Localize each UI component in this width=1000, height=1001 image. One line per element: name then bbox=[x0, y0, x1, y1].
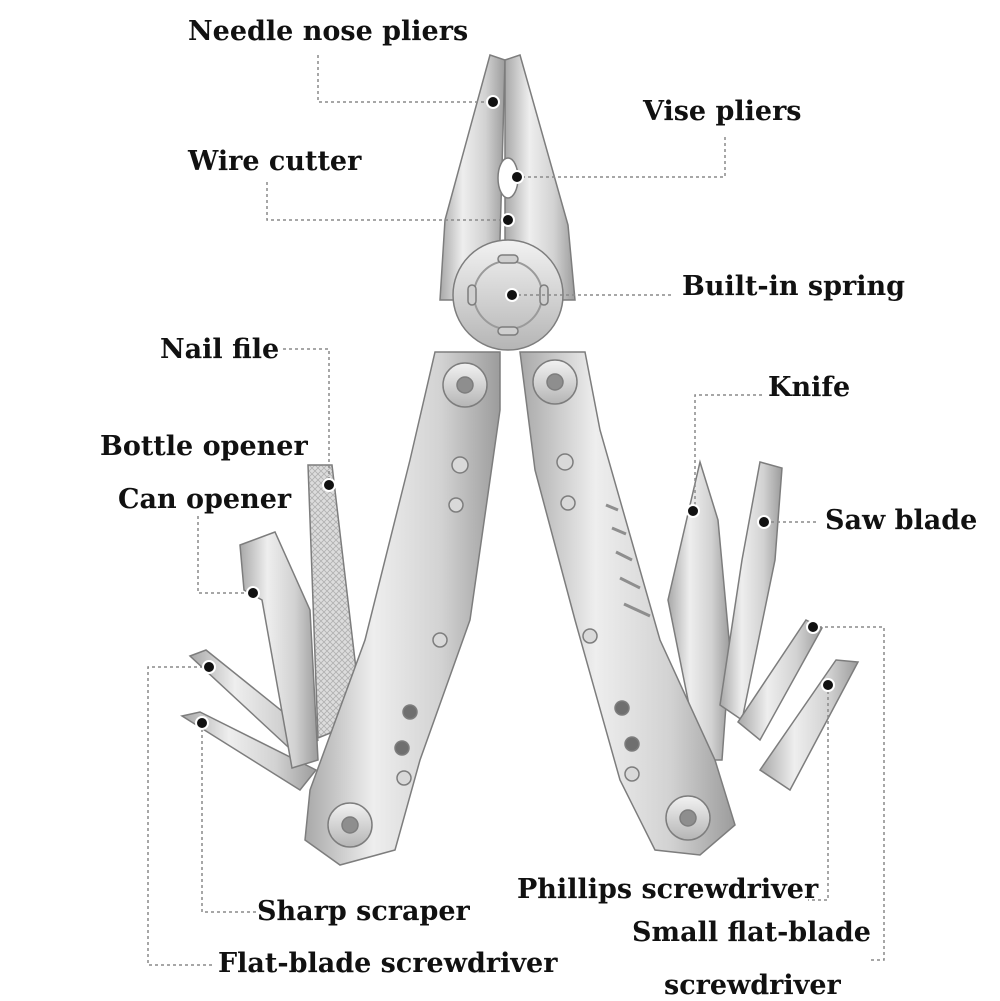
leader-needle-nose-pliers bbox=[317, 55, 493, 103]
label-bottle-opener: Bottle opener bbox=[100, 431, 308, 462]
leader-can-opener bbox=[197, 516, 252, 594]
leader-lines bbox=[147, 55, 885, 966]
dot-saw-blade bbox=[757, 515, 771, 529]
marker-dots bbox=[195, 95, 835, 730]
right-handle bbox=[519, 351, 736, 856]
dot-can-opener bbox=[246, 586, 260, 600]
label-sharp-scraper: Sharp scraper bbox=[257, 896, 470, 927]
dot-built-in-spring bbox=[505, 288, 519, 302]
label-nail-file: Nail file bbox=[160, 334, 280, 365]
dot-flat-blade-screwdriver bbox=[202, 660, 216, 674]
label-needle-nose-pliers: Needle nose pliers bbox=[188, 16, 469, 47]
leader-knife bbox=[694, 394, 762, 510]
label-small-flat-blade-screwdriver: screwdriver bbox=[664, 970, 841, 1001]
label-small-flat-blade: Small flat-blade bbox=[632, 917, 871, 948]
leader-sharp-scraper bbox=[201, 723, 256, 913]
dot-sharp-scraper bbox=[195, 716, 209, 730]
label-wire-cutter: Wire cutter bbox=[188, 146, 362, 177]
dot-small-flat-screwdriver bbox=[821, 678, 835, 692]
label-saw-blade: Saw blade bbox=[825, 505, 978, 536]
dot-phillips-screwdriver bbox=[806, 620, 820, 634]
leader-vise-pliers bbox=[517, 137, 726, 178]
leader-wire-cutter bbox=[266, 182, 508, 221]
knife-tool bbox=[667, 459, 731, 761]
dot-knife bbox=[686, 504, 700, 518]
leader-flat-blade-screwdriver bbox=[147, 666, 212, 966]
label-can-opener: Can opener bbox=[118, 484, 292, 515]
label-knife: Knife bbox=[768, 372, 851, 403]
small-flat-screwdriver-tool bbox=[758, 659, 860, 792]
leader-nail-file bbox=[283, 348, 330, 483]
left-handle bbox=[304, 351, 501, 866]
label-flat-blade-screwdriver: Flat-blade screwdriver bbox=[218, 948, 558, 979]
dot-nail-file bbox=[322, 478, 336, 492]
dot-wire-cutter bbox=[501, 213, 515, 227]
dot-vise-pliers bbox=[510, 170, 524, 184]
multitool-illustration bbox=[180, 54, 860, 866]
label-built-in-spring: Built-in spring bbox=[682, 271, 906, 302]
leader-small-flat-screwdriver bbox=[808, 685, 829, 901]
label-vise-pliers: Vise pliers bbox=[643, 96, 802, 127]
label-phillips-screwdriver: Phillips screwdriver bbox=[517, 874, 819, 905]
sharp-scraper-tool bbox=[180, 711, 318, 791]
dot-needle-nose-pliers bbox=[486, 95, 500, 109]
